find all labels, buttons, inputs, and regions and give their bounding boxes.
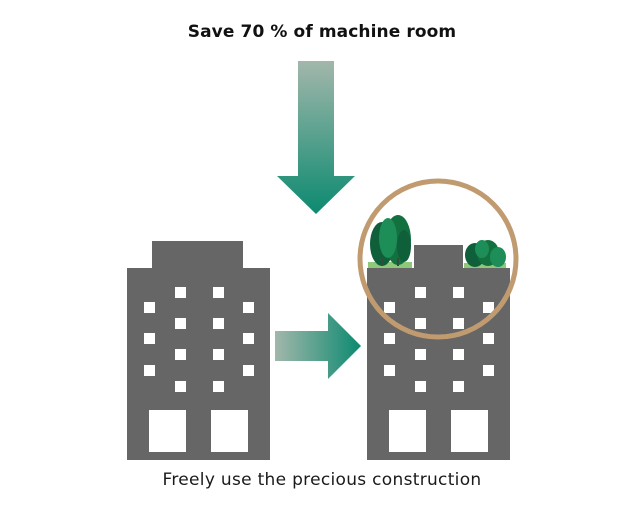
door-right <box>211 410 248 452</box>
door-left <box>149 410 186 452</box>
window-grid <box>144 287 254 392</box>
building-body <box>127 268 270 460</box>
after-building <box>367 215 510 460</box>
window-grid <box>384 287 494 392</box>
right-arrow <box>275 313 361 379</box>
before-building <box>127 241 270 460</box>
door-right <box>451 410 488 452</box>
top-caption: Save 70 % of machine room <box>187 22 457 42</box>
building-body <box>367 268 510 460</box>
down-arrow <box>277 61 355 214</box>
tree-icon <box>368 215 412 268</box>
machine-room-small <box>414 245 463 269</box>
highlight-ring <box>357 178 519 340</box>
tree-icon <box>464 240 506 268</box>
bottom-caption: Freely use the precious construction <box>162 470 482 490</box>
machine-room <box>152 241 243 269</box>
door-left <box>389 410 426 452</box>
